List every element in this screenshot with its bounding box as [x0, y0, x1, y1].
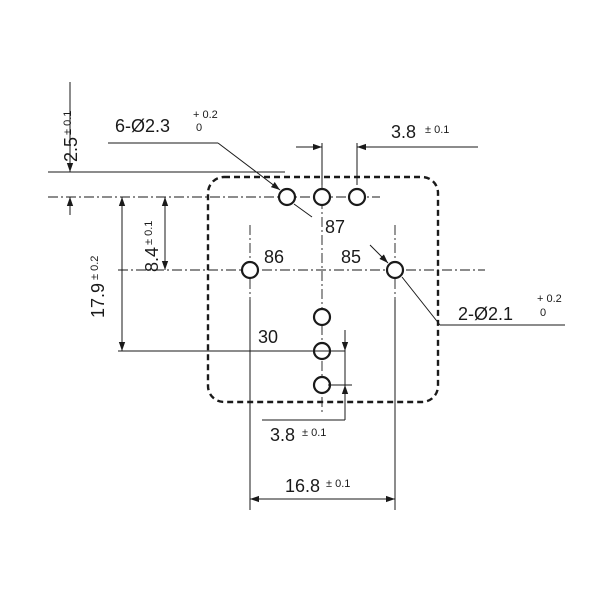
dim-hole-6-value: 6-Ø2.3: [115, 116, 170, 136]
relay-body-outline: [206, 175, 440, 404]
dim-pitch-top-tol: ± 0.1: [425, 124, 449, 136]
pins: [240, 187, 405, 395]
dim-pitch-bottom: 3.8 ± 0.1: [262, 330, 352, 445]
dim-hole-2-value: 2-Ø2.1: [458, 304, 513, 324]
pin-hole-87-right: [347, 187, 367, 207]
dim-vert-84-tol: ± 0.1: [143, 221, 155, 245]
pin-hole-85: [385, 260, 405, 280]
dim-vert-179-value: 17.9: [88, 283, 108, 318]
dim-hole-6-tol-lower: 0: [196, 122, 202, 134]
dim-width-168-tol: ± 0.1: [326, 478, 350, 490]
dim-top-offset-tol: ± 0.1: [62, 111, 74, 135]
dim-pitch-top-value: 3.8: [391, 122, 416, 142]
dim-pitch-bottom-value: 3.8: [270, 425, 295, 445]
pin-label-30: 30: [258, 327, 278, 347]
dim-vert-179-tol: ± 0.2: [89, 256, 101, 280]
pin-hole-87-left: [277, 187, 297, 207]
pin-label-87: 87: [325, 217, 345, 237]
dim-top-offset: 2.5 ± 0.1: [48, 82, 285, 215]
dim-pitch-bottom-tol: ± 0.1: [302, 427, 326, 439]
dim-hole-2: 2-Ø2.1 + 0.2 0: [369, 244, 565, 326]
dim-vert-84-value: 8.4: [142, 247, 162, 272]
dim-width-168-value: 16.8: [285, 476, 320, 496]
pin-hole-86: [240, 260, 260, 280]
pin-hole-30-top: [312, 307, 332, 327]
dim-hole-6-tol-upper: + 0.2: [193, 109, 218, 121]
pin-label-86: 86: [264, 247, 284, 267]
dim-hole-6: 6-Ø2.3 + 0.2 0: [108, 109, 313, 218]
dim-hole-2-tol-upper: + 0.2: [537, 293, 562, 305]
dim-width-168: 16.8 ± 0.1: [249, 300, 396, 510]
dim-hole-2-tol-lower: 0: [540, 307, 546, 319]
pin-hole-87: [312, 187, 332, 207]
dim-top-offset-value: 2.5: [61, 137, 81, 162]
dim-vert-84: 8.4 ± 0.1: [142, 197, 169, 272]
center-lines: [48, 145, 485, 412]
dim-pitch-top: 3.8 ± 0.1: [296, 122, 478, 185]
pin-hole-30-bottom: [312, 375, 332, 395]
pin-label-85: 85: [341, 247, 361, 267]
dim-vert-179: 17.9 ± 0.2: [88, 197, 345, 352]
